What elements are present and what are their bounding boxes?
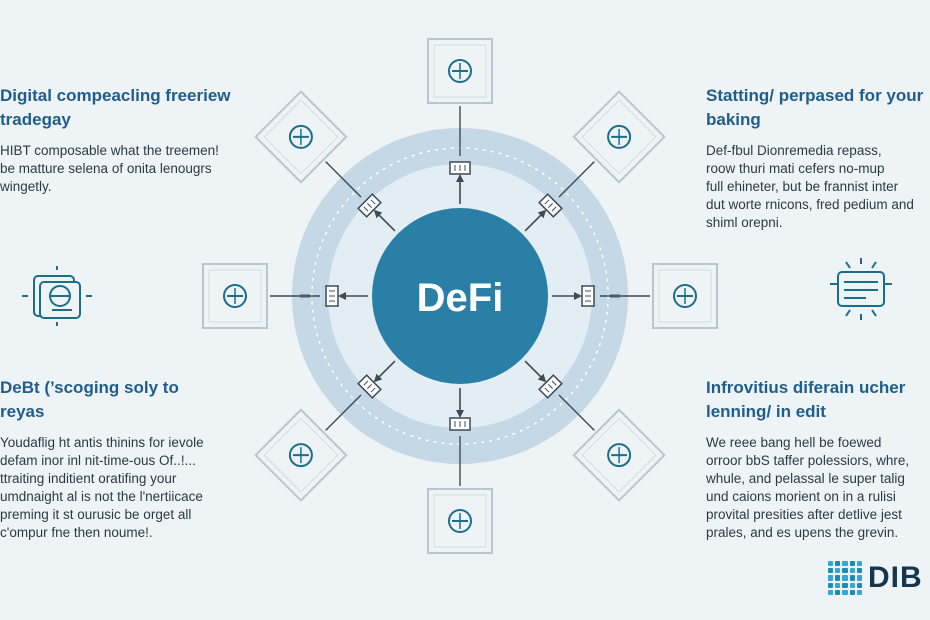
plug-icon — [607, 124, 632, 149]
ring-marker-icon — [538, 374, 563, 399]
outer-card — [427, 488, 493, 554]
outer-card — [254, 90, 348, 184]
block-body: Youdaflig ht antis thinins for ievole de… — [0, 435, 204, 540]
block-top-left: Digital compeacling freeriew tradegay HI… — [0, 84, 250, 196]
file-stack-icon — [223, 284, 247, 308]
spoke — [270, 292, 368, 300]
server-badge-icon — [826, 254, 896, 329]
dashboard-panel-icon — [673, 284, 697, 308]
block-body: HIBT composable what the treemen! be mat… — [0, 143, 219, 194]
block-body: Def-fbul Dionremedia repass, roow thuri … — [706, 143, 914, 230]
ring-marker-icon — [449, 161, 471, 175]
fountain-icon — [288, 443, 313, 468]
block-heading: Statting/ perpased for your baking — [706, 86, 924, 129]
block-heading: DeBt (’scoging soly to reyas — [0, 378, 179, 421]
spoke — [325, 161, 396, 232]
spoke — [552, 292, 650, 300]
spoke — [456, 388, 464, 486]
brand-mark-icon — [828, 561, 862, 595]
ring-marker-icon — [449, 417, 471, 431]
outer-card — [202, 263, 268, 329]
spoke — [524, 360, 595, 431]
spoke — [524, 161, 595, 232]
block-bottom-right: Infrovitius diferain ucher lenning/ in e… — [706, 376, 928, 542]
brand-text: DIB — [868, 561, 923, 594]
block-top-right: Statting/ perpased for your baking Def-f… — [706, 84, 928, 232]
brand-logo: DIB — [828, 560, 923, 596]
spoke — [456, 106, 464, 204]
outer-card — [254, 408, 348, 502]
ring-marker-icon — [581, 285, 595, 307]
block-bottom-left: DeBt (’scoging soly to reyas Youdaflig h… — [0, 376, 250, 542]
globe-icon — [448, 509, 472, 533]
plant-pot-icon — [288, 124, 313, 149]
ring-marker-icon — [325, 285, 339, 307]
outer-card — [572, 90, 666, 184]
block-heading: Digital compeacling freeriew tradegay — [0, 86, 231, 129]
block-heading: Infrovitius diferain ucher lenning/ in e… — [706, 378, 906, 421]
spoke — [325, 360, 396, 431]
water-tap-icon — [607, 443, 632, 468]
receipt-stack-icon — [22, 266, 92, 331]
center-circle — [372, 208, 548, 384]
bank-dome-icon — [448, 59, 472, 83]
center-label: DeFi — [417, 276, 504, 320]
outer-card — [572, 408, 666, 502]
block-body: We reee bang hell be foewed orroor bbS t… — [706, 435, 910, 540]
outer-card — [427, 38, 493, 104]
outer-card — [652, 263, 718, 329]
